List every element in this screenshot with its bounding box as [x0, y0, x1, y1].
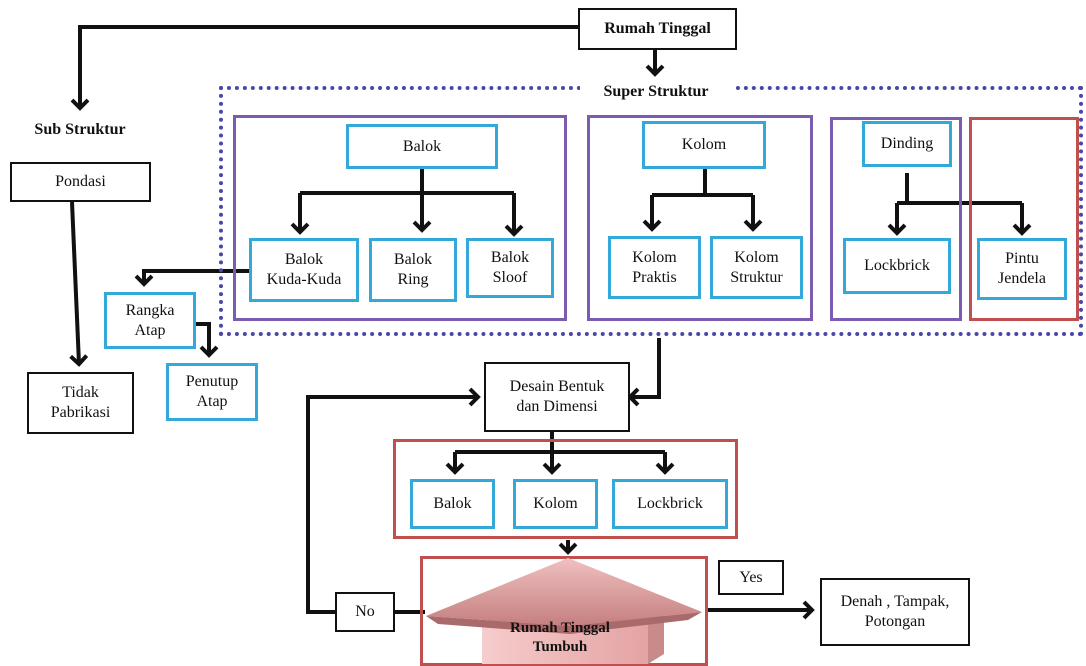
balok-group-frame	[233, 115, 567, 321]
rumah-tinggal-node: Rumah Tinggal	[578, 8, 737, 50]
denah-tampak-potongan-node: Denah , Tampak, Potongan	[820, 578, 970, 646]
balok-sloof-node: Balok Sloof	[466, 238, 554, 298]
rumah-tumbuh-label: Rumah Tinggal Tumbuh	[510, 620, 610, 655]
dinding-node: Dinding	[862, 121, 952, 167]
rumah-tumbuh-frame	[420, 556, 708, 666]
component-balok-node: Balok	[410, 479, 495, 529]
tidak-pabrikasi-node: Tidak Pabrikasi	[27, 372, 134, 434]
kolom-node: Kolom	[642, 121, 766, 169]
sub-struktur-label: Sub Struktur	[10, 114, 150, 146]
balok-ring-node: Balok Ring	[369, 238, 457, 302]
super-struktur-label: Super Struktur	[580, 78, 732, 106]
kolom-struktur-node: Kolom Struktur	[710, 236, 803, 299]
lockbrick-node: Lockbrick	[843, 238, 951, 294]
balok-kuda-kuda-node: Balok Kuda-Kuda	[249, 238, 359, 302]
no-label: No	[335, 592, 395, 632]
component-kolom-node: Kolom	[513, 479, 598, 529]
penutup-atap-node: Penutup Atap	[166, 363, 258, 421]
desain-bentuk-node: Desain Bentuk dan Dimensi	[484, 362, 630, 432]
pondasi-node: Pondasi	[10, 162, 151, 202]
dinding-group-frame	[830, 117, 962, 321]
balok-node: Balok	[346, 124, 498, 169]
kolom-praktis-node: Kolom Praktis	[608, 236, 701, 299]
rangka-atap-node: Rangka Atap	[104, 292, 196, 349]
house-icon	[426, 558, 702, 664]
component-lockbrick-node: Lockbrick	[612, 479, 728, 529]
kolom-group-frame	[587, 115, 813, 321]
yes-label: Yes	[718, 560, 784, 595]
components-group-frame	[393, 439, 738, 539]
pintu-jendela-group-frame	[969, 117, 1079, 321]
pintu-jendela-node: Pintu Jendela	[977, 238, 1067, 300]
